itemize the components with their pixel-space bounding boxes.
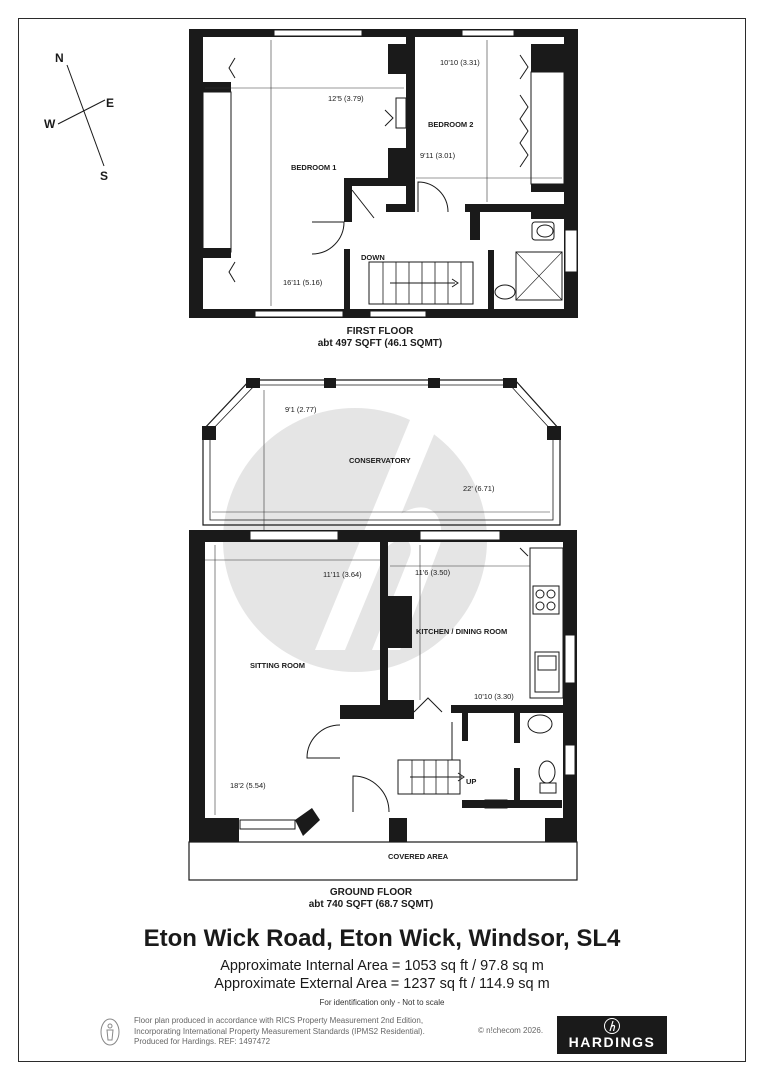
ground-floor-plan: 9'1 (2.77) 22' (6.71) 11'11 (3.64) 18'2 … <box>188 378 578 910</box>
conservatory-width-dim: 22' (6.71) <box>463 484 495 493</box>
stairs-up-label: UP <box>466 777 476 786</box>
hardings-mark-icon <box>604 1018 620 1034</box>
brand-name: HARDINGS <box>568 1034 656 1050</box>
first-floor-caption: FIRST FLOOR <box>347 326 414 337</box>
compass-s: S <box>100 169 108 183</box>
sitting-width-dim: 11'11 (3.64) <box>323 570 362 579</box>
bed2-width-dim: 10'10 (3.31) <box>440 58 480 67</box>
bed2-length-dim: 9'11 (3.01) <box>420 151 456 160</box>
conservatory-label: CONSERVATORY <box>349 456 411 465</box>
disclaimer-text: For identification only - Not to scale <box>319 998 445 1007</box>
kitchen-dining-label: KITCHEN / DINING ROOM <box>416 627 507 636</box>
footer-line-1: Floor plan produced in accordance with R… <box>134 1016 424 1025</box>
internal-area-text: Approximate Internal Area = 1053 sq ft /… <box>220 958 544 974</box>
bed1-width-dim: 12'5 (3.79) <box>328 94 364 103</box>
compass-e: E <box>106 96 114 110</box>
kitchen-width-dim: 11'6 (3.50) <box>415 568 451 577</box>
floor-plan: N E S W <box>44 29 578 910</box>
compass-rose: N E S W <box>44 51 114 183</box>
conservatory-depth-dim: 9'1 (2.77) <box>285 405 317 414</box>
kitchen-length-dim: 10'10 (3.30) <box>474 692 514 701</box>
footer-line-2: Incorporating International Property Mea… <box>134 1026 425 1036</box>
property-address: Eton Wick Road, Eton Wick, Windsor, SL4 <box>143 925 621 952</box>
first-floor-area: abt 497 SQFT (46.1 SQMT) <box>318 338 442 349</box>
ground-floor-area: abt 740 SQFT (68.7 SQMT) <box>309 899 433 910</box>
ground-floor-caption: GROUND FLOOR <box>330 887 413 898</box>
page-frame <box>18 18 746 1062</box>
footer-line-3: Produced for Hardings. REF: 1497472 <box>134 1037 271 1046</box>
compass-n: N <box>55 51 64 65</box>
compass-w: W <box>44 117 56 131</box>
bed1-length-dim: 16'11 (5.16) <box>283 278 323 287</box>
bedroom-1-label: BEDROOM 1 <box>291 163 336 172</box>
covered-area-label: COVERED AREA <box>388 852 449 861</box>
external-area-text: Approximate External Area = 1237 sq ft /… <box>214 976 550 992</box>
ipms-person-icon <box>100 1018 120 1046</box>
sitting-length-dim: 18'2 (5.54) <box>230 781 266 790</box>
sitting-room-label: SITTING ROOM <box>250 661 305 670</box>
first-floor-plan: 12'5 (3.79) 16'11 (5.16) 10'10 (3.31) 9'… <box>189 29 578 349</box>
hardings-logo: HARDINGS <box>557 1016 667 1054</box>
copyright-text: © n!checom 2026. <box>478 1026 544 1035</box>
rics-footer-note: Floor plan produced in accordance with R… <box>134 1016 504 1048</box>
stairs-down-label: DOWN <box>361 253 385 262</box>
bedroom-2-label: BEDROOM 2 <box>428 120 473 129</box>
